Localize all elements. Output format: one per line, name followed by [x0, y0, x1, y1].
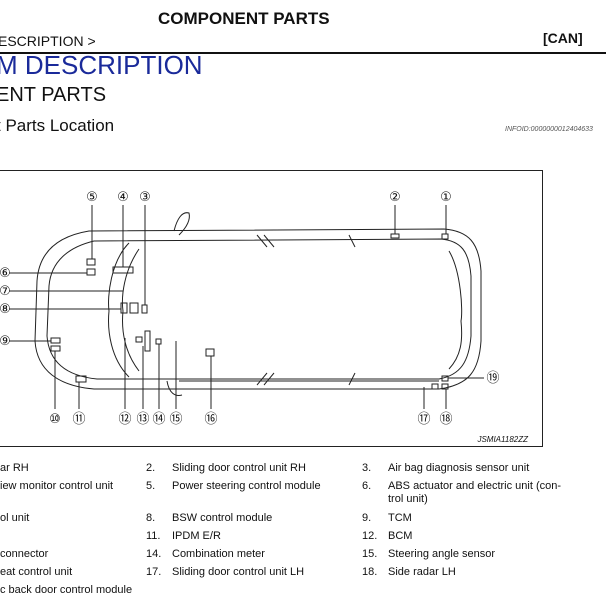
callout-6: ⑥ [0, 266, 11, 281]
figure-code: JSMIA1182ZZ [477, 435, 528, 444]
callout-16: ⑯ [204, 412, 217, 427]
vehicle-inner-outline [46, 238, 472, 380]
callout-2: ② [389, 190, 401, 205]
callout-15: ⑮ [169, 412, 182, 427]
mirror-top [173, 212, 190, 236]
callout-18: ⑱ [439, 412, 452, 427]
rear-window-outline [448, 250, 463, 370]
callout-8: ⑧ [0, 302, 11, 317]
callout-1: ① [440, 190, 452, 205]
callout-11: ⑪ [72, 412, 85, 427]
mirror-bottom [166, 380, 183, 396]
windshield-outline [108, 242, 130, 378]
callout-14: ⑭ [152, 412, 165, 427]
section-heading: t Parts Location [0, 116, 115, 135]
callout-3: ③ [139, 190, 151, 205]
callout-7: ⑦ [0, 284, 11, 299]
header-divider [0, 52, 606, 54]
breadcrumb[interactable]: ESCRIPTION > [0, 33, 96, 49]
component-location-figure: ① ② ③ ④ ⑤ ⑥ ⑦ ⑧ ⑨ ⑩ ⑪ ⑫ ⑬ ⑭ ⑮ ⑯ ⑰ ⑱ ⑲ JS… [0, 170, 543, 447]
sub-heading: ENT PARTS [0, 84, 107, 106]
vehicle-outline-diagram: ① ② ③ ④ ⑤ ⑥ ⑦ ⑧ ⑨ ⑩ ⑪ ⑫ ⑬ ⑭ ⑮ ⑯ ⑰ ⑱ ⑲ [0, 190, 500, 427]
vehicle-body-outline [34, 228, 482, 390]
callout-9: ⑨ [0, 334, 11, 349]
section-code: [CAN] [543, 30, 583, 46]
info-id: INFOID:0000000012404633 [505, 126, 593, 133]
callout-12: ⑫ [118, 412, 131, 427]
callout-5: ⑤ [86, 190, 98, 205]
callout-19: ⑲ [486, 371, 499, 386]
callout-4: ④ [117, 190, 129, 205]
callout-13: ⑬ [136, 412, 149, 427]
callout-10: ⑩ [49, 412, 61, 427]
page-header-title: COMPONENT PARTS [158, 9, 330, 28]
main-heading: M DESCRIPTION [0, 50, 203, 80]
callout-17: ⑰ [417, 412, 430, 427]
